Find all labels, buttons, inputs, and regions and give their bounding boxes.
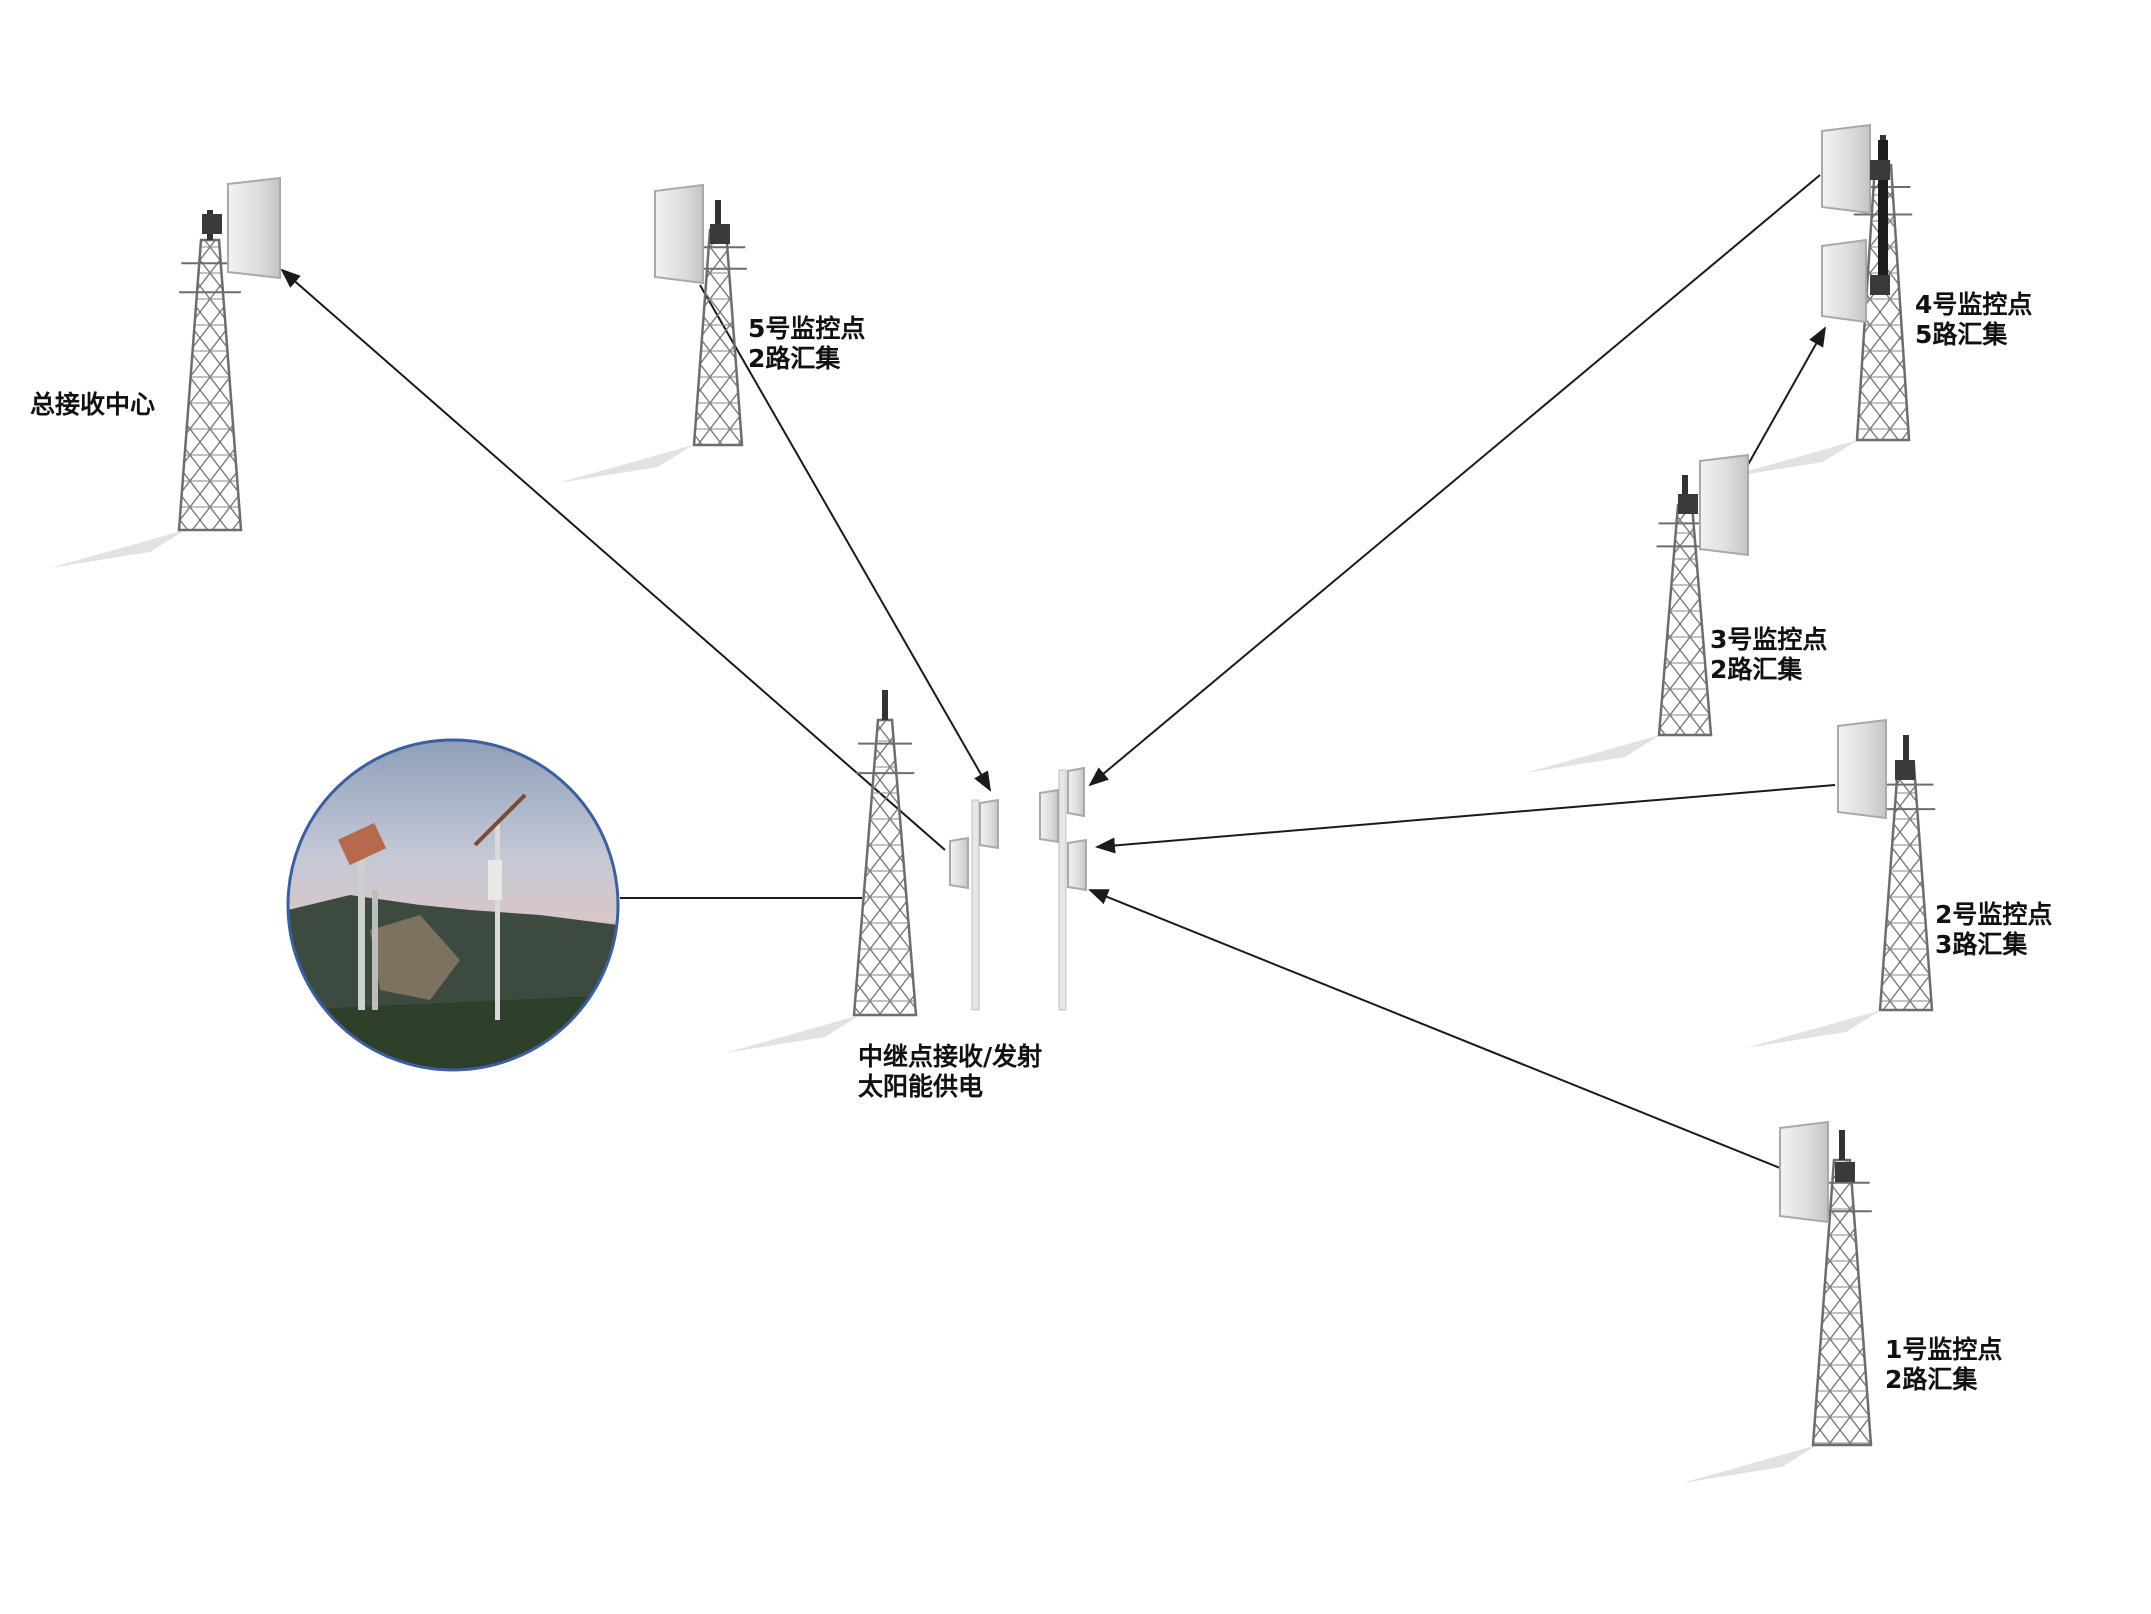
link-relay-to-center	[280, 268, 946, 851]
relay-label: 中继点接收/发射 太阳能供电	[858, 1042, 1042, 1102]
relay-label-line1: 中继点接收/发射	[858, 1042, 1043, 1071]
link-site1-to-relay	[1088, 889, 1781, 1169]
link-site3-to-site4	[1744, 326, 1826, 471]
site4-label-line2: 5路汇集	[1915, 320, 2008, 349]
relay-antenna-right-lower	[1067, 838, 1087, 892]
site2-tower	[1746, 735, 1936, 1048]
relay-antenna-left-upper	[979, 798, 999, 850]
site2-label-line2: 3路汇集	[1935, 930, 2028, 959]
site1-label-line2: 2路汇集	[1885, 1365, 1978, 1394]
site3-label: 3号监控点 2路汇集	[1710, 625, 1827, 685]
site4-label: 4号监控点 5路汇集	[1915, 290, 2032, 350]
site5-label: 5号监控点 2路汇集	[748, 314, 865, 374]
site5-antenna-panel	[654, 183, 704, 285]
site1-antenna-panel	[1779, 1120, 1829, 1224]
site1-label-line1: 1号监控点	[1885, 1335, 2003, 1364]
relay-tower	[725, 690, 918, 1053]
relay-antenna-right-upper2	[1067, 766, 1085, 818]
center-tower	[50, 210, 243, 568]
center-label: 总接收中心	[30, 390, 155, 420]
links	[280, 174, 1836, 1169]
site5-label-line1: 5号监控点	[748, 314, 866, 343]
site3-antenna-panel	[1699, 453, 1749, 557]
site2-label: 2号监控点 3路汇集	[1935, 900, 2052, 960]
site1-tower	[1682, 1130, 1873, 1483]
site3-label-line1: 3号监控点	[1710, 625, 1828, 654]
relay-pole-left	[971, 799, 980, 1011]
relay-site-photo	[286, 738, 620, 1072]
relay-antenna-left-lower	[949, 836, 969, 890]
site3-tower	[1525, 475, 1714, 773]
center-antenna-panel	[227, 176, 281, 280]
towers	[50, 123, 1936, 1483]
site4-antenna-panel-lower	[1821, 238, 1867, 324]
site1-label: 1号监控点 2路汇集	[1885, 1335, 2002, 1395]
link-site5-to-relay	[699, 284, 991, 792]
link-site4-to-relay	[1088, 174, 1821, 787]
site2-label-line1: 2号监控点	[1935, 900, 2053, 929]
site3-label-line2: 2路汇集	[1710, 655, 1803, 684]
site4-mast	[1878, 140, 1888, 290]
site5-tower	[558, 200, 747, 483]
relay-antenna-right-upper	[1039, 788, 1059, 844]
site2-antenna-panel	[1837, 718, 1887, 820]
center-label-text: 总接收中心	[30, 390, 156, 419]
site4-label-line1: 4号监控点	[1915, 290, 2033, 319]
relay-label-line2: 太阳能供电	[858, 1072, 984, 1101]
site5-label-line2: 2路汇集	[748, 344, 841, 373]
site4-antenna-panel-upper	[1821, 123, 1871, 215]
link-site2-to-relay	[1095, 784, 1836, 854]
relay-pole-right	[1058, 769, 1067, 1011]
